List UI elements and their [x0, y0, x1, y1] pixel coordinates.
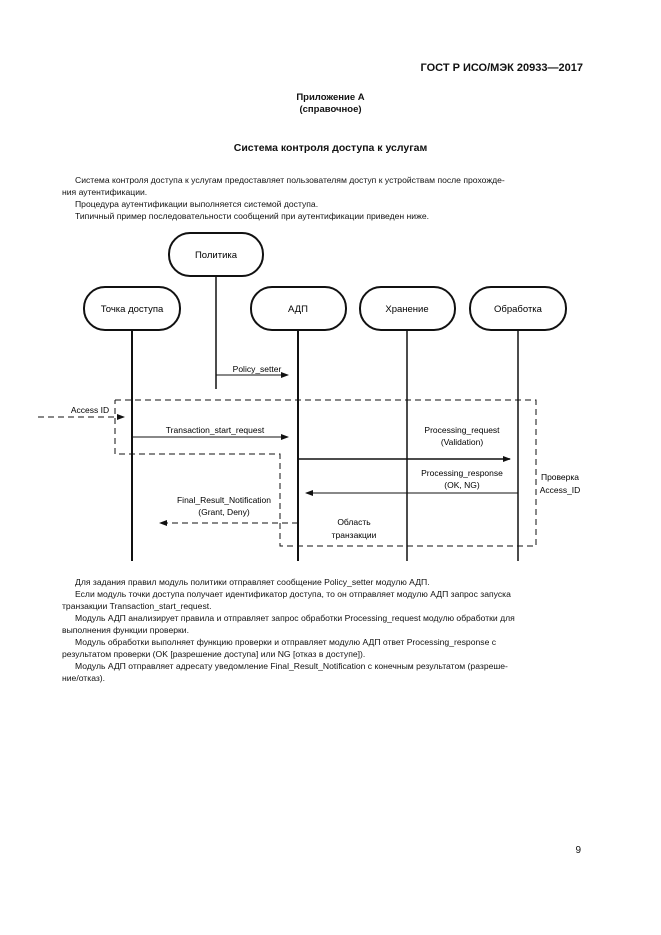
final-result-sub: (Grant, Deny): [198, 507, 250, 517]
transaction-region-border: [114, 399, 537, 547]
sequence-diagram: Политика Точка доступа АДП Хранение Обра…: [38, 232, 581, 561]
transaction-start-label: Transaction_start_request: [166, 425, 265, 435]
actor-storage-label: Хранение: [385, 304, 428, 315]
intro-line-3: Процедура аутентификации выполняется сис…: [75, 199, 319, 209]
actor-access-point-label: Точка доступа: [101, 304, 164, 315]
processing-request-label: Processing_request: [424, 425, 500, 435]
final-result-label: Final_Result_Notification: [177, 495, 271, 505]
intro-line-4: Типичный пример последовательности сообщ…: [75, 211, 430, 221]
actor-storage: Хранение: [359, 286, 456, 331]
message-processing-request: Processing_request (Validation): [298, 425, 511, 462]
body-line-3: транзакции Transaction_start_request.: [62, 601, 212, 611]
intro-line-2: ния аутентификации.: [62, 187, 148, 197]
check-region-label-1: Проверка: [541, 472, 579, 482]
processing-response-sub: (OK, NG): [444, 480, 480, 490]
actor-access-point: Точка доступа: [83, 286, 181, 331]
body-line-5: выполнения функции проверки.: [62, 625, 189, 635]
body-line-7: результатом проверки (OK [разрешение дос…: [62, 649, 366, 659]
body-line-9: ние/отказ).: [62, 673, 106, 683]
access-id-label: Access ID: [71, 405, 109, 415]
annex-title: Приложение А: [296, 92, 365, 103]
message-final-result: Final_Result_Notification (Grant, Deny): [159, 495, 298, 526]
section-title: Система контроля доступа к услугам: [233, 142, 428, 154]
policy-setter-label: Policy_setter: [233, 364, 282, 374]
body-line-6: Модуль обработки выполняет функцию прове…: [75, 637, 497, 647]
actor-processing-label: Обработка: [494, 304, 543, 315]
body-line-4: Модуль АДП анализирует правила и отправл…: [75, 613, 515, 623]
actor-adp: АДП: [250, 286, 347, 331]
message-processing-response: Processing_response (OK, NG): [305, 468, 518, 496]
check-region-label-2: Access_ID: [540, 485, 581, 495]
body-line-8: Модуль АДП отправляет адресату уведомлен…: [75, 661, 508, 671]
body-line-2: Если модуль точки доступа получает идент…: [75, 589, 511, 599]
transaction-region-label-1: Область: [337, 517, 371, 527]
standard-header: ГОСТ Р ИСО/МЭК 20933—2017: [420, 62, 584, 74]
message-transaction-start: Transaction_start_request: [132, 425, 289, 440]
processing-request-sub: (Validation): [441, 437, 484, 447]
actor-adp-label: АДП: [288, 304, 308, 315]
annex-note: (справочное): [299, 104, 362, 115]
body-line-1: Для задания правил модуль политики отпра…: [75, 577, 430, 587]
actor-policy-label: Политика: [195, 250, 238, 261]
intro-line-1: Система контроля доступа к услугам предо…: [75, 175, 505, 185]
page-number: 9: [575, 845, 581, 856]
transaction-region-label-2: транзакции: [332, 530, 377, 540]
message-policy-setter: Policy_setter: [216, 364, 289, 378]
actor-processing: Обработка: [469, 286, 567, 331]
actor-policy: Политика: [168, 232, 264, 277]
processing-response-label: Processing_response: [421, 468, 503, 478]
message-access-id: Access ID: [38, 405, 125, 420]
